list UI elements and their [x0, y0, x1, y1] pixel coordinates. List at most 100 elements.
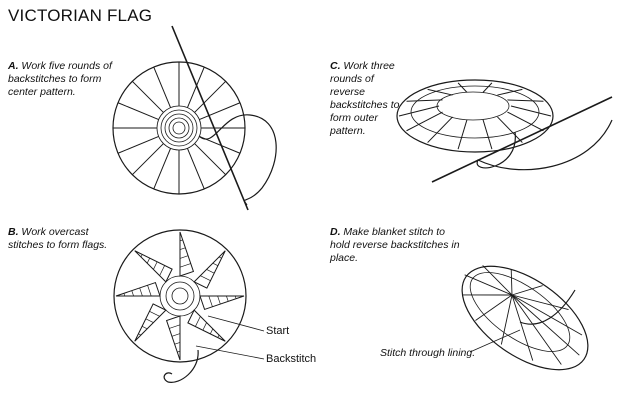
flag-hatch	[208, 295, 213, 307]
dome-spoke	[427, 88, 453, 96]
wheel-spoke	[194, 143, 227, 176]
backstitch-label: Backstitch	[266, 353, 317, 365]
wheel-spoke	[131, 143, 164, 176]
flag-hatch	[138, 333, 142, 336]
figure-c-thread	[476, 119, 613, 171]
step-b-caption: B. Work overcast stitches to form flags.	[8, 226, 118, 252]
flag-hatch	[171, 333, 181, 337]
start-label: Start	[266, 325, 290, 337]
figure-a-thread	[198, 114, 277, 206]
dome-spoke	[475, 294, 513, 321]
figure-b-flags	[115, 231, 245, 361]
flag-hatch	[234, 295, 237, 299]
flag-hatch	[159, 265, 165, 276]
flag-shape	[193, 250, 226, 289]
flag-hatch	[202, 322, 207, 331]
dome-spoke	[510, 105, 552, 117]
flag-hatch	[123, 293, 126, 297]
wheel-spoke	[194, 80, 227, 113]
dome-spoke	[464, 274, 513, 296]
page-title: VICTORIAN FLAG	[8, 6, 153, 25]
wheel-spoke	[117, 135, 159, 154]
step-c-letter: C.	[330, 60, 341, 72]
figure-d-spokes	[462, 265, 583, 365]
figure-c-dome	[396, 79, 613, 183]
figure-d-dome	[461, 265, 589, 371]
wheel-spoke	[186, 148, 205, 190]
flag-hatch	[200, 275, 211, 281]
step-d-text: Make blanket stitch to hold reverse back…	[330, 226, 460, 264]
flag-hatch	[131, 290, 134, 297]
dome-spoke	[482, 82, 493, 93]
wheel-spoke	[186, 66, 205, 108]
flag-hatch	[145, 318, 154, 323]
flag-hatch	[218, 256, 222, 259]
dome-spoke	[482, 265, 513, 296]
flag-shape	[115, 281, 161, 297]
flag-hatch	[179, 239, 183, 242]
flag-hatch	[141, 325, 148, 330]
wheel-spoke	[131, 80, 164, 113]
step-a-letter: A.	[8, 60, 19, 72]
dome-spoke	[457, 119, 468, 150]
dome-spoke	[507, 111, 544, 132]
flag-hatch	[169, 324, 181, 329]
flag-hatch	[206, 269, 215, 274]
dome-spoke	[497, 116, 523, 143]
flag-hatch	[177, 350, 181, 353]
figure-d-thread	[519, 289, 576, 325]
dome-spoke	[510, 269, 513, 296]
step-d-letter: D.	[330, 226, 341, 238]
flag-hatch	[226, 295, 229, 302]
dome-spoke	[497, 88, 523, 96]
flag-hatch	[209, 328, 214, 335]
flag-hatch	[179, 263, 191, 268]
flag-hatch	[146, 257, 151, 264]
step-d-caption: D. Make blanket stitch to hold reverse b…	[330, 226, 460, 265]
flag-shape	[134, 250, 173, 283]
dome-spoke	[511, 294, 580, 356]
flag-hatch	[217, 334, 220, 338]
step-b-letter: B.	[8, 226, 19, 238]
step-c-caption: C. Work three rounds of reverse backstit…	[330, 60, 410, 138]
dome-spoke	[511, 294, 583, 336]
figure-a-spokes	[113, 62, 245, 194]
flag-hatch	[139, 287, 143, 297]
step-b-text: Work overcast stitches to form flags.	[8, 226, 108, 251]
wheel-spoke	[153, 66, 172, 108]
flag-shape	[187, 309, 226, 342]
dome-spoke	[406, 99, 443, 102]
dome-spoke	[500, 294, 513, 345]
figure-a-wheel	[112, 25, 277, 211]
dome-spoke	[511, 285, 543, 296]
dome-spoke	[482, 119, 493, 150]
flag-hatch	[147, 285, 152, 297]
step-a-text: Work five rounds of backstitches to form…	[8, 60, 112, 98]
wheel-spoke	[153, 148, 172, 190]
flag-hatch	[179, 255, 189, 259]
flag-hatch	[140, 254, 143, 258]
flag-shape	[179, 231, 195, 277]
figure-c-spokes	[398, 82, 552, 150]
flag-shape	[165, 315, 181, 361]
dome-spoke	[427, 116, 453, 143]
wheel-spoke	[199, 102, 241, 121]
flag-hatch	[174, 342, 181, 345]
flag-hatch	[212, 262, 219, 267]
dome-spoke	[406, 111, 443, 132]
dome-spoke	[457, 82, 468, 93]
wheel-spoke	[117, 102, 159, 121]
dome-spoke	[511, 294, 562, 365]
flag-hatch	[153, 261, 158, 270]
figure-b-thread	[163, 349, 199, 383]
flag-hatch	[217, 295, 221, 305]
flag-hatch	[149, 311, 160, 317]
figure-b-wheel	[113, 229, 265, 383]
figure-a-needle	[171, 25, 249, 211]
flag-hatch	[195, 316, 201, 327]
flag-shape	[199, 295, 245, 311]
dome-spoke	[511, 294, 569, 310]
figure-c-needle	[431, 96, 613, 183]
